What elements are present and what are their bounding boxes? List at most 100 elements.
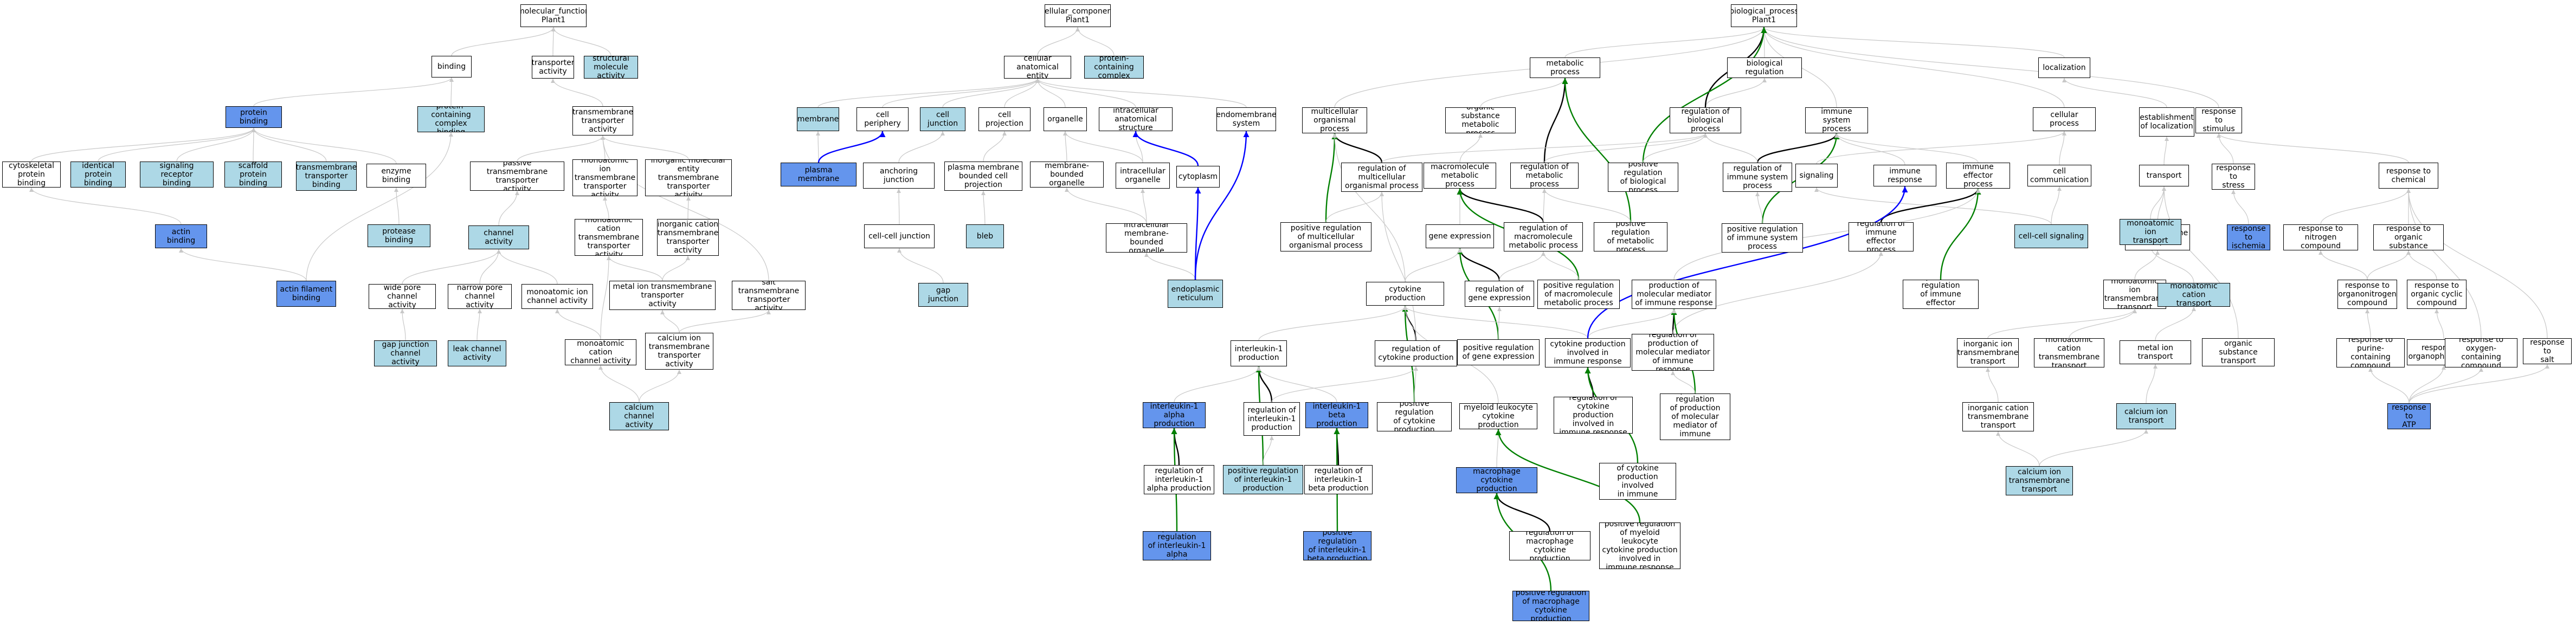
node-monoatomic-ion-tm-transporter-activity: monoatomic ion transmembrane transporter… [572, 159, 637, 196]
edge-gray [1587, 308, 1676, 339]
edge-gray [1564, 27, 1766, 58]
edge-blue [817, 131, 886, 163]
node-regulation-of-cytokine-production-involved-in-immune-response: regulation of cytokine production involv… [1554, 397, 1633, 434]
edge-gray [1141, 188, 1147, 224]
node-positive-regulation-of-biological-process: positive regulation of biological proces… [1608, 163, 1678, 192]
node-response-to-organic-substance: response to organic substance [2373, 224, 2444, 250]
node-immune-response: immune response [1873, 165, 1936, 186]
edge-gray [1703, 133, 1758, 163]
node-cellular-anatomical-entity: cellular anatomical entity [1004, 56, 1071, 79]
node-organelle: organelle [1044, 107, 1087, 131]
edge-gray [31, 127, 256, 162]
node-identical-protein-binding: identical protein binding [70, 162, 126, 188]
node-positive-regulation-of-myeloid-leukocyte-cytokine-production: positive regulation of myeloid leukocyte… [1599, 522, 1680, 569]
node-gene-expression: gene expression [1426, 224, 1494, 248]
edge-gray [601, 135, 689, 160]
node-response-to-stress: response to stress [2212, 164, 2255, 190]
node-narrow-pore-channel-activity: narrow pore channel activity [448, 284, 512, 309]
node-production-of-molecular-mediator-of-immune-response: production of molecular mediator of immu… [1632, 280, 1716, 309]
node-immune-effector-process: immune effector process [1946, 163, 2010, 189]
node-gap-junction: gap junction [918, 283, 968, 307]
edge-gray [2408, 367, 2483, 404]
node-cytokine-production-involved-in-immune-response: cytokine production involved in immune r… [1545, 338, 1631, 367]
node-tm-transporter-binding: transmembrane transporter binding [296, 162, 357, 191]
node-immune-system-process: immune system process [1805, 107, 1868, 133]
node-anchoring-junction: anchoring junction [863, 163, 935, 189]
node-plasma-membrane-bounded-cell-projection: plasma membrane bounded cell projection [944, 162, 1022, 191]
edge-blue [1194, 131, 1250, 280]
edge-gray [498, 190, 519, 226]
edge-gray [400, 308, 406, 341]
node-inorganic-molecular-entity-tm-transporter-activity: inorganic molecular entity transmembrane… [645, 159, 732, 196]
edge-gray [607, 255, 663, 281]
node-response-to-oxygen-containing-compound: response to oxygen-containing compound [2445, 338, 2517, 367]
node-interleukin-1-beta-production: interleukin-1 beta production [1305, 402, 1368, 428]
node-response-to-salt: response to salt [2523, 338, 2572, 364]
edge-gray [1814, 187, 2052, 225]
edge-gray [679, 309, 771, 333]
node-wide-pore-channel-activity: wide pore channel activity [369, 284, 436, 309]
edge-gray [639, 369, 681, 403]
node-positive-regulation-of-interleukin-1-production: positive regulation of interleukin-1 pro… [1223, 465, 1303, 494]
node-intracellular-membrane-bounded-organelle: intracellular membrane-bounded organelle [1106, 223, 1187, 253]
edge-gray [1496, 429, 1500, 468]
node-multicellular-organismal-process: multicellular organismal process [1302, 107, 1367, 133]
node-response-to-purine-containing-compound: response to purine-containing compound [2336, 338, 2405, 367]
node-response-to-chemical: response to chemical [2379, 163, 2438, 189]
edge-gray [176, 127, 256, 162]
edge-gray [1541, 251, 1579, 280]
edge-gray [1705, 78, 1767, 108]
node-regulation-of-immune-effector-process: regulation of immune effector process [1849, 222, 1914, 251]
node-positive-regulation-of-immune-system-process: positive regulation of immune system pro… [1722, 223, 1803, 253]
node-actin-binding: actin binding [155, 224, 207, 248]
node-membrane-bounded-organelle: membrane-bounded organelle [1030, 162, 1104, 188]
edge-gray [897, 248, 944, 283]
node-response-to-atp: response to ATP [2387, 403, 2431, 429]
edge-gray [29, 187, 182, 225]
node-positive-regulation-of-production-of-molecular-mediator: positive regulation of production of mol… [1660, 393, 1730, 440]
node-organic-substance-metabolic-process: organic substance metabolic process [1445, 107, 1516, 133]
edge-gray [1762, 27, 2219, 108]
edge-gray [1755, 191, 1763, 224]
edge-gray [251, 127, 256, 162]
node-cc: cellular_component Plant1 [1045, 4, 1111, 27]
edge-gray [394, 187, 400, 225]
node-response-to-nitrogen-compound: response to nitrogen compound [2283, 224, 2358, 250]
edge-gray [1258, 305, 1407, 341]
node-response-to-ischemia: response to ischemia [2227, 224, 2270, 250]
node-monoatomic-ion-tm-transport: monoatomic ion transmembrane transport [2103, 280, 2166, 309]
node-positive-regulation-of-metabolic-process: positive regulation of metabolic process [1594, 222, 1667, 251]
edge-black [1493, 493, 1551, 532]
edge-gray [1037, 27, 1080, 56]
edge-gray [1996, 431, 2040, 467]
edge-gray [2320, 188, 2411, 225]
node-monoatomic-ion-channel-activity: monoatomic ion channel activity [521, 284, 593, 309]
node-positive-regulation-of-interleukin-1-beta-production: positive regulation of interleukin-1 bet… [1303, 531, 1371, 560]
edge-gray [1497, 306, 1502, 340]
node-plasma-membrane: plasma membrane [781, 163, 856, 186]
node-metabolic-process: metabolic process [1530, 57, 1600, 78]
edge-gray [942, 78, 1040, 108]
node-transport: transport [2139, 165, 2189, 186]
node-regulation-of-gene-expression: regulation of gene expression [1465, 281, 1534, 307]
edge-gray [1413, 366, 1418, 403]
node-passive-tm-transporter-activity: passive transmembrane transporter activi… [470, 162, 564, 191]
edge-gray [555, 308, 601, 340]
edge-black [1756, 133, 1840, 163]
edge-green [1940, 188, 1981, 280]
node-regulation-of-interleukin-1-alpha-production: regulation of interleukin-1 alpha produc… [1144, 465, 1214, 494]
edge-gray [1076, 27, 1115, 56]
node-inorganic-ion-tm-transport: inorganic ion transmembrane transport [1957, 338, 2019, 367]
edge-gray [2406, 188, 2482, 339]
edge-gray [2319, 250, 2368, 280]
node-macrophage-cytokine-production: macrophage cytokine production [1456, 467, 1537, 493]
edge-gray [2069, 308, 2137, 339]
edge-gray [1673, 188, 1980, 280]
node-signaling-receptor-binding: signaling receptor binding [140, 162, 214, 188]
node-regulation-of-interleukin-1-beta-production: regulation of interleukin-1 beta product… [1304, 465, 1373, 494]
edge-gray [253, 77, 454, 107]
node-regulation-of-immune-system-process: regulation of immune system process [1723, 163, 1792, 192]
node-protein-containing-complex: protein-containing complex [1084, 56, 1144, 79]
edge-gray [1986, 367, 1999, 403]
edge-gray [882, 78, 1040, 108]
